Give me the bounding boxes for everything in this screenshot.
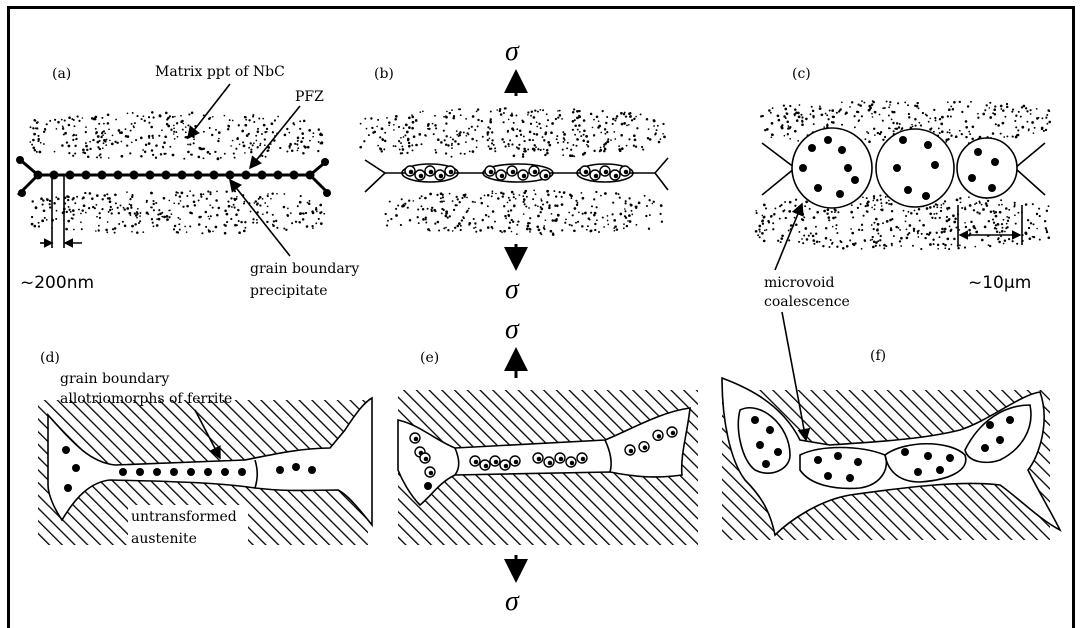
matrix-precipitate-region-top-a (29, 111, 323, 160)
panel-f: (f) (722, 348, 1060, 540)
matrix-region-bottom-b (385, 190, 664, 236)
panel-c: (c) (755, 66, 1051, 440)
panel-e: (e) σ σ (398, 314, 698, 617)
label-microvoid-line1: microvoid (764, 275, 835, 291)
label-untransformed-line1: untransformed (131, 509, 237, 525)
scale-bar-200nm (40, 175, 82, 248)
label-matrix-ppt: Matrix ppt of NbC (155, 64, 285, 80)
panel-label-d: (d) (40, 350, 60, 366)
panel-label-e: (e) (420, 350, 439, 366)
label-pfz: PFZ (295, 89, 324, 105)
label-untransformed-line2: austenite (131, 531, 197, 547)
panel-d: (d) grain boundary allotriomorphs of fer… (38, 350, 372, 549)
panel-a: (a) ~200nm Matrix ppt of NbC (16, 64, 359, 299)
sigma-top-b: σ (505, 36, 520, 67)
matrix-precipitate-region-bottom-a (31, 190, 325, 234)
grain-boundary-b (365, 158, 668, 192)
microvoids-c (762, 128, 1045, 208)
label-allotrio-line1: grain boundary (60, 371, 169, 387)
panel-label-a: (a) (52, 66, 71, 82)
sigma-bottom-b: σ (505, 274, 520, 305)
label-gb-precip-line2: precipitate (250, 283, 328, 299)
matrix-region-top-b (359, 107, 665, 158)
panel-label-f: (f) (870, 348, 886, 364)
panel-label-b: (b) (374, 66, 394, 82)
sigma-top-e: σ (505, 314, 520, 345)
scale-label-um: ~10µm (968, 273, 1031, 293)
label-microvoid-line2: coalescence (764, 294, 850, 310)
panel-b: (b) σ σ (359, 36, 668, 305)
label-gb-precip-line1: grain boundary (250, 261, 359, 277)
panel-label-c: (c) (792, 66, 811, 82)
sigma-bottom-e: σ (505, 586, 520, 617)
scale-label-nm: ~200nm (20, 273, 94, 293)
label-allotrio-line2: allotriomorphs of ferrite (60, 391, 232, 407)
